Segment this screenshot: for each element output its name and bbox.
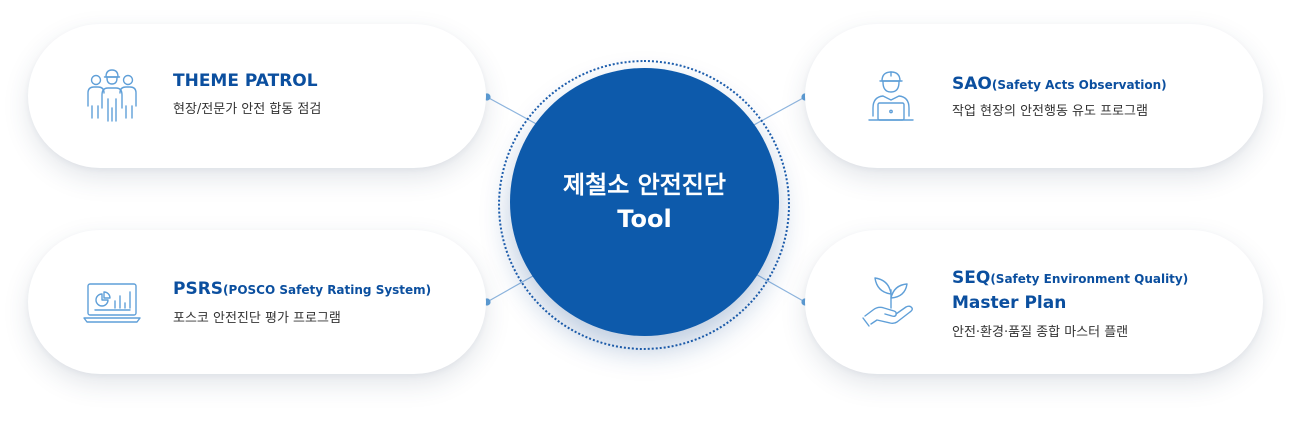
hub-title-line1: 제철소 안전진단 <box>563 171 726 199</box>
card-sao-title-main: SAO <box>952 74 992 94</box>
card-theme-patrol-title: THEME PATROL <box>173 71 318 91</box>
card-psrs: PSRS(POSCO Safety Rating System) 포스코 안전진… <box>28 230 486 374</box>
card-sao-title-sub: (Safety Acts Observation) <box>991 78 1167 92</box>
worker-laptop-icon <box>868 71 914 121</box>
card-seq-title-main: SEQ <box>952 268 991 288</box>
card-seq-title-sub: (Safety Environment Quality) <box>990 272 1189 286</box>
card-sao-title: SAO(Safety Acts Observation) <box>952 72 1167 97</box>
card-seq-text: SEQ(Safety Environment Quality) Master P… <box>952 266 1188 342</box>
card-theme-patrol: THEME PATROL 현장/전문가 안전 합동 점검 <box>28 24 486 168</box>
card-sao-text: SAO(Safety Acts Observation) 작업 현장의 안전행동… <box>952 72 1167 121</box>
card-sao: SAO(Safety Acts Observation) 작업 현장의 안전행동… <box>805 24 1263 168</box>
card-sao-description: 작업 현장의 안전행동 유도 프로그램 <box>952 104 1148 119</box>
card-psrs-title: PSRS(POSCO Safety Rating System) <box>173 277 431 302</box>
laptop-chart-icon <box>83 283 141 323</box>
card-theme-patrol-text: THEME PATROL 현장/전문가 안전 합동 점검 <box>173 69 321 119</box>
hub-title-line2: Tool <box>617 205 672 233</box>
card-psrs-title-sub: (POSCO Safety Rating System) <box>223 283 432 297</box>
card-psrs-title-main: PSRS <box>173 279 224 299</box>
hub-dotted-ring <box>498 60 790 350</box>
card-theme-patrol-description: 현장/전문가 안전 합동 점검 <box>173 102 322 117</box>
plant-hand-icon <box>862 277 913 327</box>
hub-circle: 제철소 안전진단 Tool <box>510 68 779 336</box>
card-psrs-text: PSRS(POSCO Safety Rating System) 포스코 안전진… <box>173 277 431 328</box>
card-seq-title: SEQ(Safety Environment Quality) <box>952 266 1188 291</box>
card-seq-title-line2: Master Plan <box>952 293 1067 313</box>
card-seq: SEQ(Safety Environment Quality) Master P… <box>805 230 1263 374</box>
workers-group-icon <box>87 69 137 122</box>
card-seq-description: 안전·환경·품질 종합 마스터 플랜 <box>952 325 1129 340</box>
center-hub: 제철소 안전진단 Tool <box>498 60 794 350</box>
card-psrs-description: 포스코 안전진단 평가 프로그램 <box>173 311 341 326</box>
